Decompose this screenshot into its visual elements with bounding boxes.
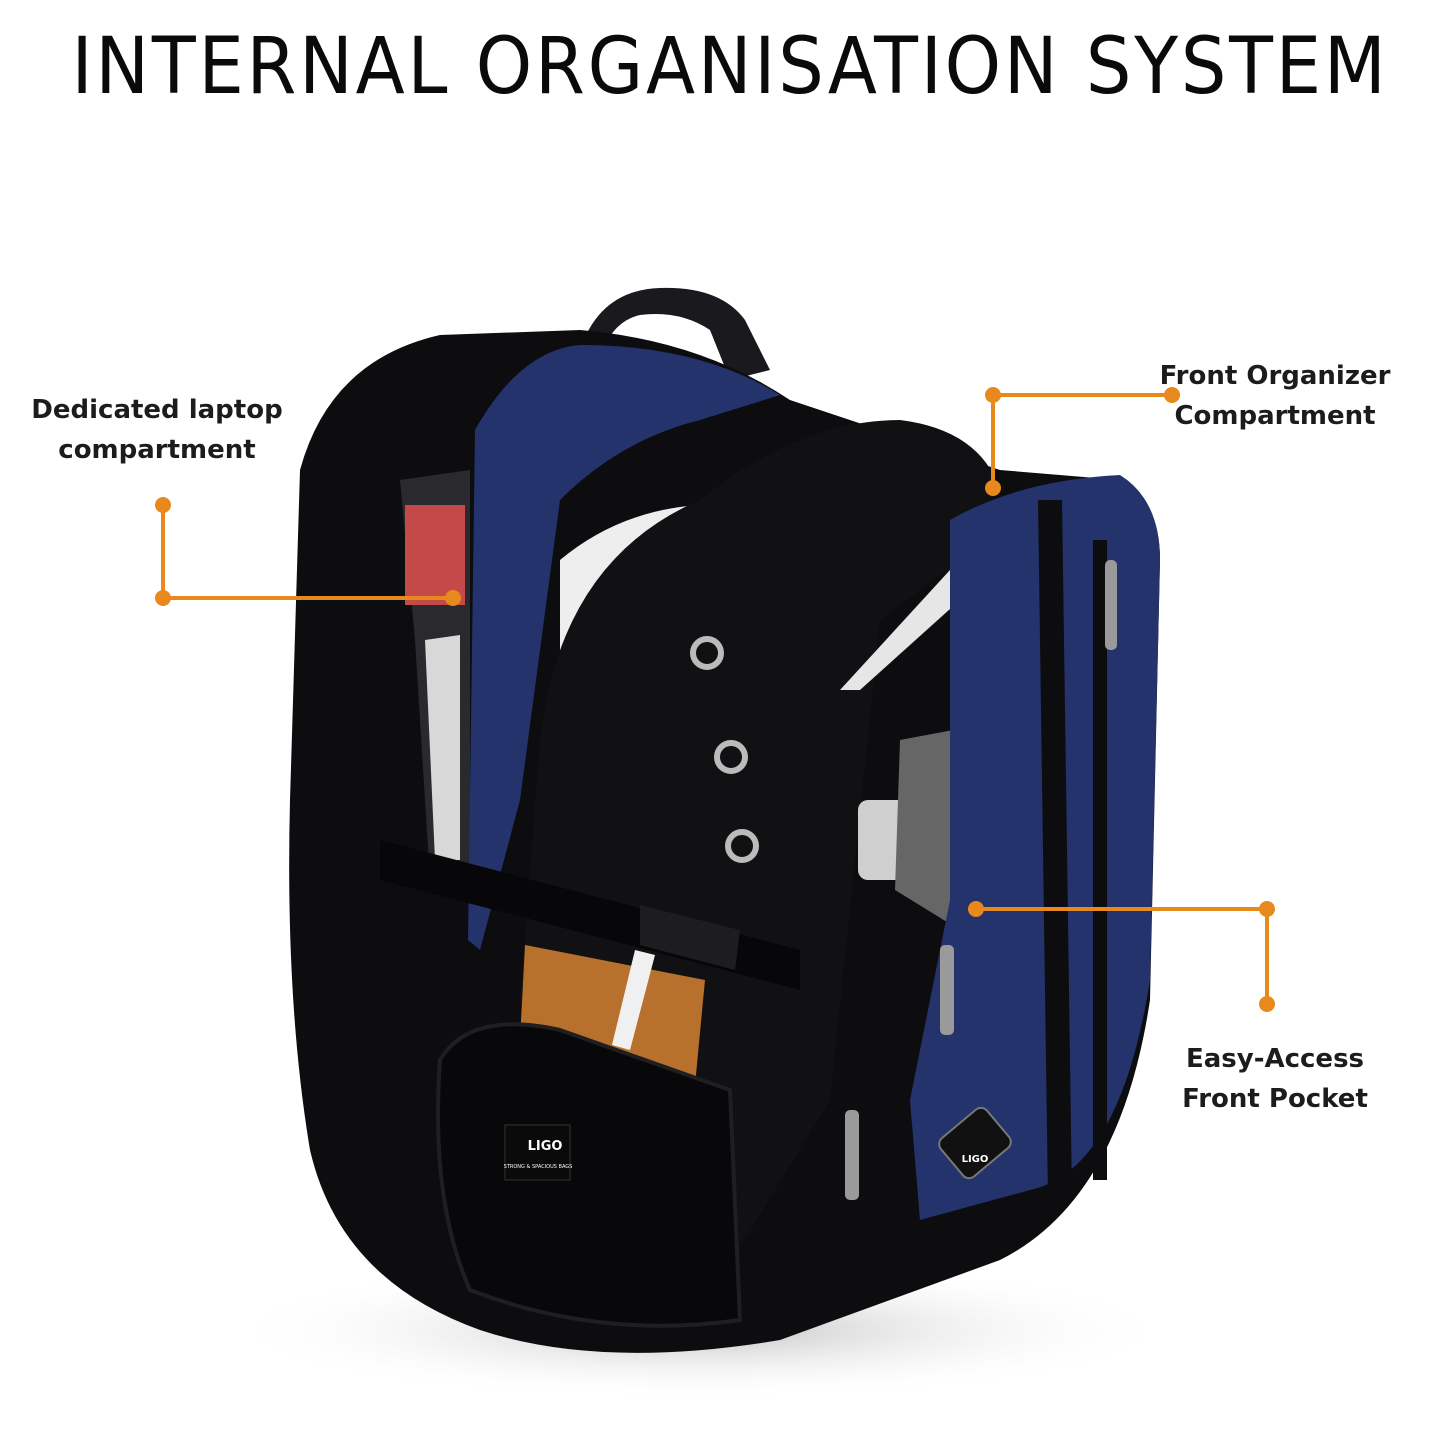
top-handle [580,287,770,380]
brand-patch [938,1106,1012,1180]
laptop [425,635,460,860]
callout-dot [968,901,984,917]
front-mesh-pocket [436,1022,743,1328]
callout-line1: Front Organizer [1159,361,1391,391]
grommet [714,740,748,774]
magazine [405,505,465,605]
zipper-pull [940,945,954,1035]
callout-line1: Easy-Access [1185,1044,1365,1074]
zipper-pull [1105,560,1117,650]
callout-dot [1259,901,1275,917]
blue-inner-panel [468,345,780,950]
callout-dots [155,387,1275,1012]
page-title: INTERNAL ORGANISATION SYSTEM [71,22,1389,112]
callout-dot [985,387,1001,403]
callout-line2: Compartment [1174,401,1376,431]
buckle [640,905,740,970]
pen [612,950,655,1050]
label-tagline-text: STRONG & SPACIOUS BAGS [504,1164,573,1170]
callout-dot [445,590,461,606]
label-logo-text: LIGO [528,1139,563,1154]
brand-label [504,1124,571,1181]
callout-dot [155,590,171,606]
strap [1038,499,1072,1201]
grommet [725,829,759,863]
notebook [840,570,960,690]
callout-line2: compartment [58,435,256,465]
zipper-pull [845,1110,859,1200]
callout-line1: Dedicated laptop [31,395,283,425]
phone [858,800,908,880]
callout-dot [155,497,171,513]
callout-line2: Front Pocket [1182,1084,1368,1114]
callout-dot [1259,996,1275,1012]
callout-front-organizer: Front Organizer Compartment [1125,356,1425,436]
callout-laptop-compartment: Dedicated laptop compartment [7,390,307,470]
patch-logo-text: LIGO [962,1154,989,1165]
callout-front-pocket: Easy-Access Front Pocket [1125,1039,1425,1119]
grommet [690,636,724,670]
callout-dot [1164,387,1180,403]
callout-dot [985,480,1001,496]
